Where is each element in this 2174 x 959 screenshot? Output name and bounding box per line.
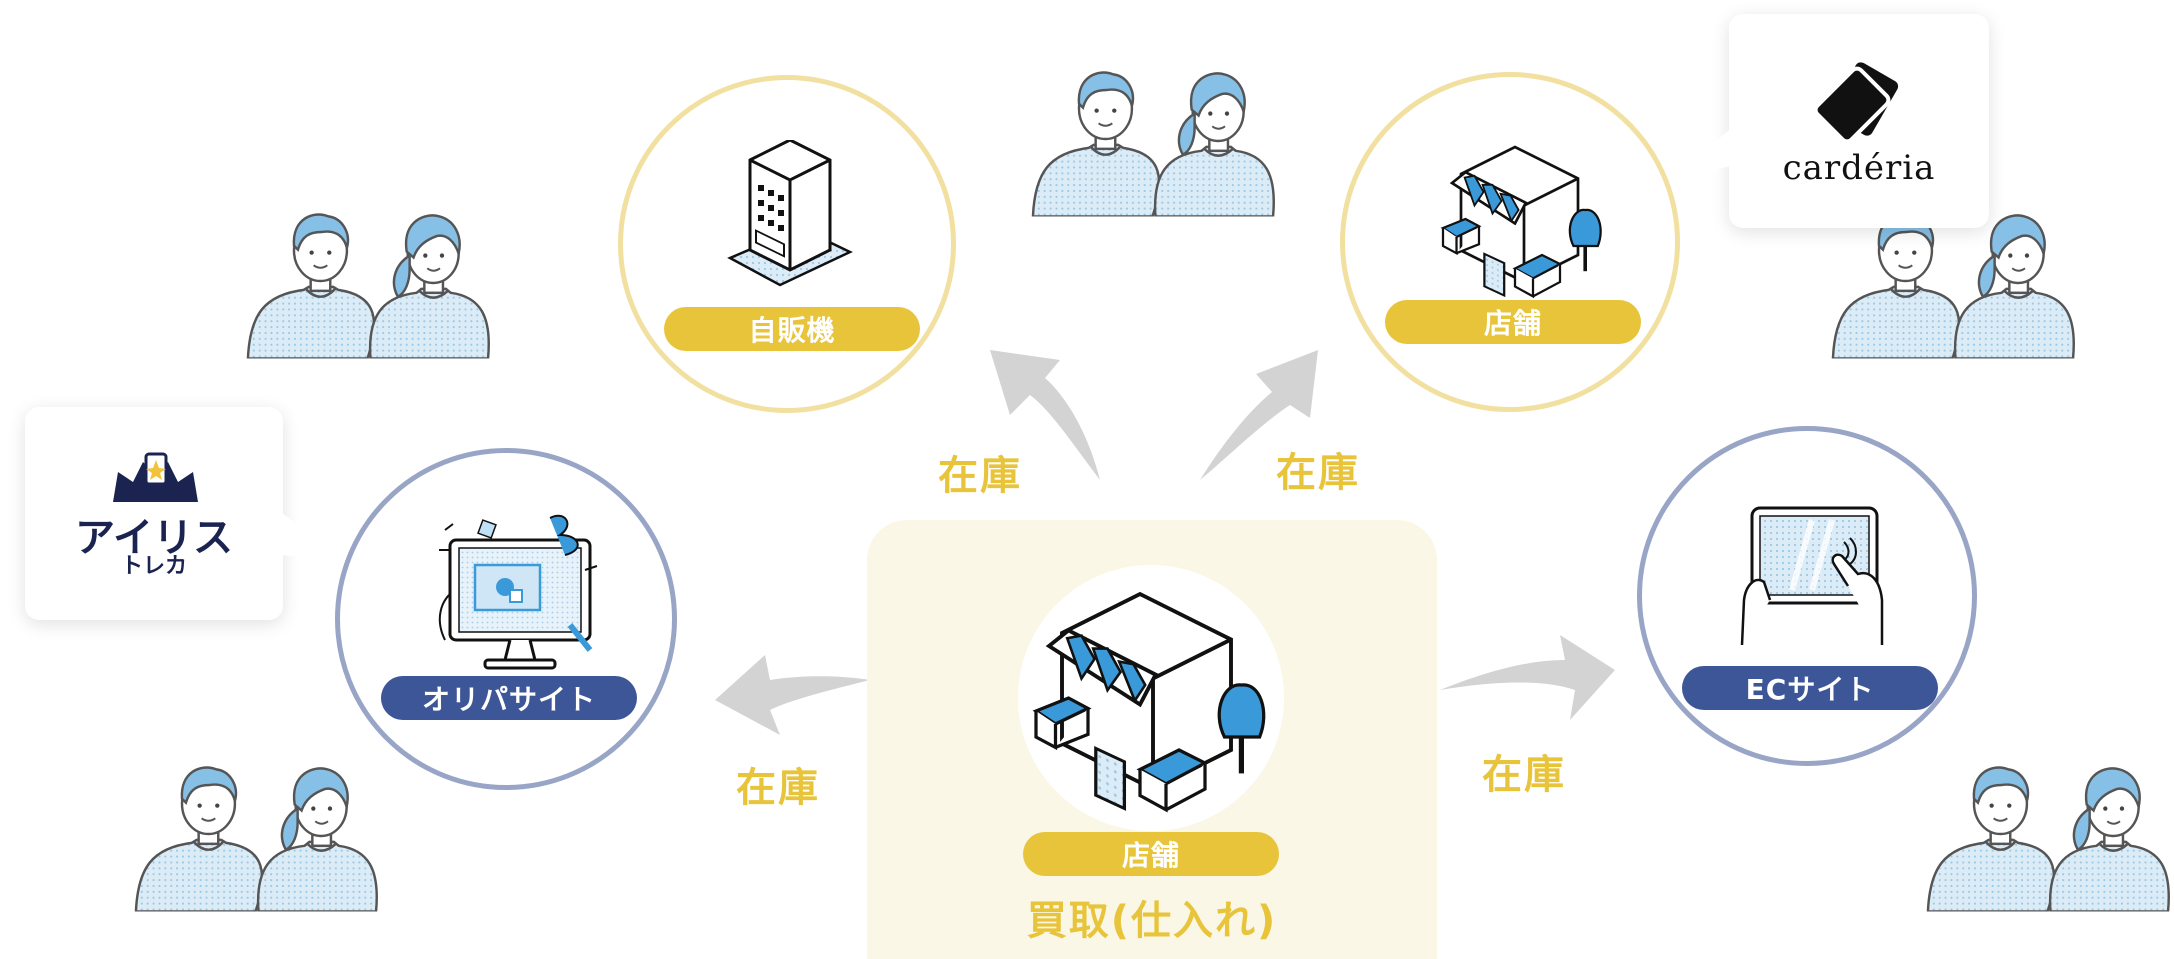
oripa-pill: オリパサイト	[381, 676, 637, 720]
store-pill: 店舗	[1385, 300, 1641, 344]
carderia-wordmark: cardéria	[1782, 148, 1936, 188]
center-store-label: 店舗	[1121, 839, 1180, 872]
carderia-logo-icon	[1813, 62, 1899, 142]
ec-pill: ECサイト	[1682, 666, 1938, 710]
customers-vending	[245, 205, 490, 360]
iris-wordmark-main: アイリス	[75, 515, 233, 561]
customers-ec	[1925, 758, 2170, 913]
oripa-label: オリパサイト	[421, 683, 596, 716]
arrow-to-vending	[990, 350, 1100, 480]
customers-top-center	[1030, 63, 1275, 218]
center-store-illustration	[1010, 555, 1270, 815]
stock-label-oripa: 在庫	[736, 765, 820, 811]
center-store-pill: 店舗	[1023, 832, 1279, 876]
store-icon	[1425, 120, 1605, 300]
purchase-caption: 買取(仕入れ)	[1026, 898, 1278, 944]
store-label: 店舗	[1483, 307, 1542, 340]
vending-label: 自販機	[748, 314, 836, 347]
stock-label-vending: 在庫	[938, 453, 1022, 499]
callout-pointer-iris	[278, 510, 346, 560]
stock-label-ec: 在庫	[1482, 752, 1566, 798]
customers-store	[1830, 205, 2075, 360]
ec-label: ECサイト	[1745, 673, 1875, 706]
arrow-to-store	[1200, 350, 1318, 480]
stock-label-store: 在庫	[1276, 450, 1360, 496]
vending-machine-icon	[727, 140, 853, 287]
arrow-to-oripa	[715, 655, 870, 735]
arrow-to-ec	[1440, 635, 1615, 720]
vending-pill: 自販機	[664, 307, 920, 351]
iris-logo-icon	[113, 452, 198, 502]
customers-oripa	[133, 758, 378, 913]
vending-node	[618, 75, 956, 413]
iris-callout	[25, 407, 283, 620]
monitor-icon	[438, 514, 598, 670]
callout-pointer-carderia	[1670, 125, 1735, 180]
tablet-icon	[1740, 506, 1884, 645]
iris-wordmark-sub: トレカ	[120, 554, 187, 579]
